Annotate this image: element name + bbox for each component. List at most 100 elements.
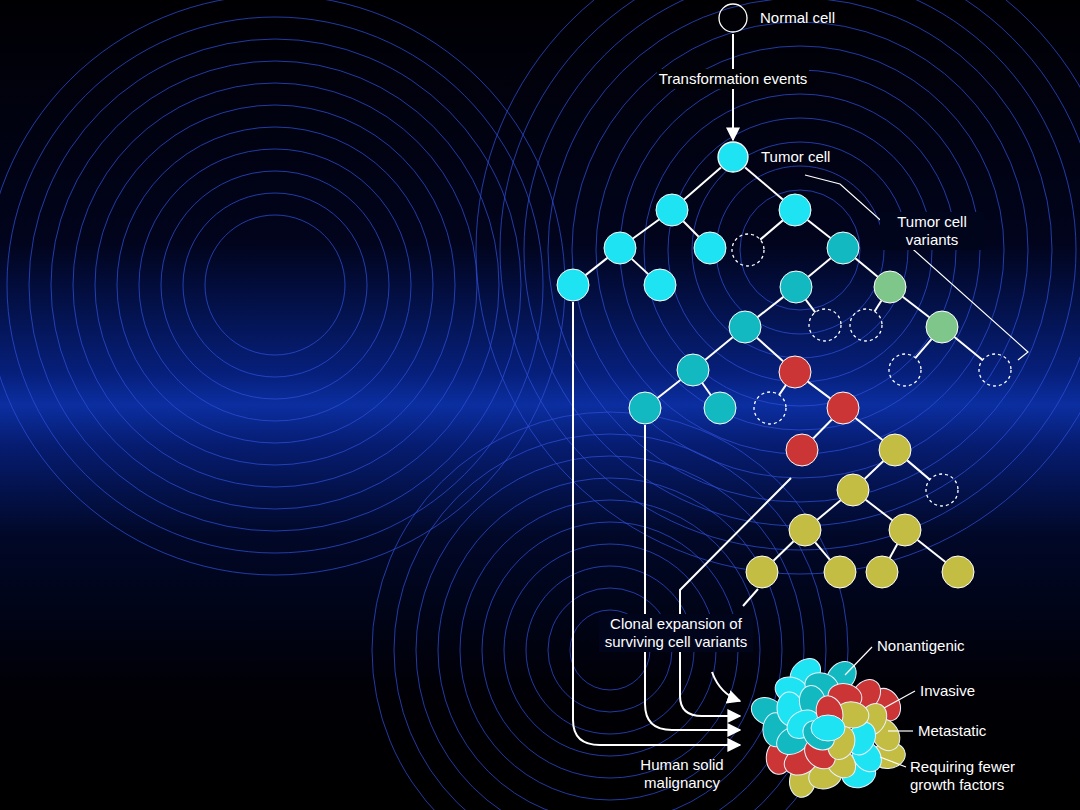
- tumor-cell-variant: [779, 194, 811, 226]
- ring-set: [0, 0, 565, 575]
- ring: [139, 149, 411, 421]
- lineage-line: [918, 540, 946, 562]
- lineage-line: [907, 460, 930, 479]
- cell-node: Normal cell: [718, 3, 748, 33]
- lineage-line: [817, 500, 840, 520]
- ring: [7, 17, 543, 553]
- malignant-cell: [811, 715, 845, 741]
- ring: [596, 46, 1004, 454]
- lineage-line: [815, 542, 830, 559]
- tumor-cell-variant: [629, 392, 661, 424]
- tumor-cell-variant: [729, 311, 761, 343]
- ring-set: [372, 412, 848, 810]
- lineage-line: [915, 339, 931, 358]
- lineage-line: [954, 337, 982, 360]
- solid-malignancy: [747, 652, 907, 799]
- lineage-line: [758, 297, 784, 317]
- leader-line: [880, 757, 906, 767]
- lineage-line: [865, 461, 884, 479]
- dead-cell: [979, 354, 1011, 386]
- lineage-line: [773, 541, 793, 561]
- tumor-cell-variant: [746, 556, 778, 588]
- tumor-cell-variant: [827, 392, 859, 424]
- tumor-cell-variant: [874, 271, 906, 303]
- expansion-arrow: [573, 302, 740, 745]
- ring: [668, 118, 932, 382]
- lineage-line: [705, 337, 732, 360]
- tumor-cell-variant: [677, 354, 709, 386]
- lineage-line: [875, 301, 882, 312]
- expansion-line: [743, 589, 758, 606]
- tree-cells: [557, 194, 1011, 588]
- ring: [500, 0, 1080, 550]
- figure-label: Clonal expansion of surviving cell varia…: [599, 614, 753, 652]
- cell-outline: [718, 3, 748, 33]
- lineage-line: [903, 297, 930, 317]
- dead-cell: [732, 234, 764, 266]
- tumor-cell-variant: [827, 232, 859, 264]
- lineage-line: [855, 258, 877, 277]
- lineage-line: [745, 167, 783, 199]
- lineage-line: [779, 385, 786, 395]
- lineage-line: [808, 258, 830, 277]
- ring: [524, 0, 1076, 526]
- ring: [161, 171, 389, 399]
- tumor-cell-variant: [866, 556, 898, 588]
- node-label: Tumor cell: [761, 148, 830, 166]
- leader-line: [845, 647, 872, 675]
- tumor-cell-variant: [837, 474, 869, 506]
- leader-line: [884, 691, 915, 708]
- ring: [438, 478, 782, 810]
- ring: [416, 456, 804, 810]
- ring: [117, 127, 433, 443]
- tumor-cell-variant: [824, 556, 856, 588]
- ring: [460, 500, 760, 800]
- dead-cell: [850, 309, 882, 341]
- ring: [51, 61, 499, 509]
- ring: [372, 412, 848, 810]
- dead-cell: [926, 474, 958, 506]
- figure-label: Human solid malignancy: [622, 756, 742, 792]
- figure-label: Invasive: [920, 682, 975, 700]
- ring: [0, 0, 565, 575]
- lineage-line: [808, 220, 831, 238]
- tumor-cell-variant: [789, 514, 821, 546]
- ring: [692, 142, 908, 358]
- figure-label: Requiring fewer growth factors: [910, 758, 1050, 794]
- dead-cell: [809, 309, 841, 341]
- tumor-cell-variant: [786, 434, 818, 466]
- cell-circle: [718, 142, 748, 172]
- cell-outline: [717, 141, 749, 173]
- leader-line: [888, 730, 913, 731]
- ring: [394, 434, 826, 810]
- lineage-line: [683, 221, 698, 236]
- tumor-cell-variant: [779, 356, 811, 388]
- edge-label: Transformation events: [657, 69, 810, 89]
- ring: [620, 70, 980, 430]
- lineage-line: [633, 219, 659, 238]
- lineage-line: [806, 300, 816, 313]
- cell-node: Tumor cell: [717, 141, 749, 173]
- tumor-cell-variant: [644, 269, 676, 301]
- lineage-line: [632, 259, 649, 274]
- tumor-cell-variant: [694, 232, 726, 264]
- tumor-cell-variant: [704, 392, 736, 424]
- lineage-line: [760, 220, 783, 239]
- figure-label: Tumor cell variants: [880, 212, 984, 250]
- lineage-line: [866, 500, 893, 520]
- tumor-cell-variant: [604, 232, 636, 264]
- lineage-line: [702, 383, 710, 395]
- ring: [29, 39, 521, 531]
- ring: [716, 166, 884, 334]
- ring: [95, 105, 455, 465]
- tumor-cell-variant: [926, 311, 958, 343]
- ring: [740, 190, 860, 310]
- lineage-line: [813, 419, 832, 438]
- ring: [205, 215, 345, 355]
- lineage-line: [658, 380, 681, 398]
- lineage-line: [684, 167, 721, 199]
- tumor-cell-variant: [879, 434, 911, 466]
- ring: [183, 193, 367, 377]
